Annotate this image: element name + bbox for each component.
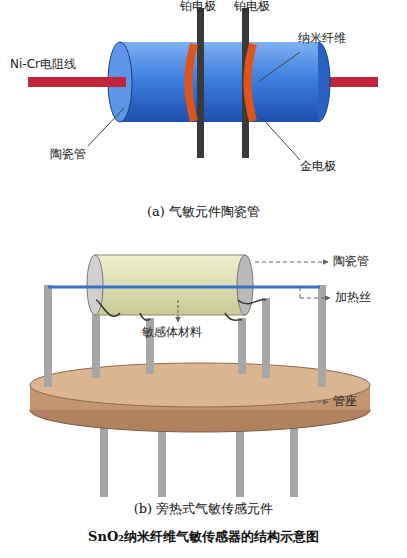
part-label: Ni-Cr电阻线 <box>10 58 76 71</box>
lead-wires <box>96 299 266 320</box>
leader-line <box>178 300 179 322</box>
lead-wire <box>96 300 120 316</box>
part-label: 陶瓷管 <box>333 255 369 268</box>
part-label: 铂电极 <box>234 0 270 13</box>
tube-end <box>87 255 103 315</box>
post <box>318 285 326 387</box>
subfigure-caption: (a) 气敏元件陶瓷管 <box>0 203 407 221</box>
post <box>44 285 52 387</box>
heater-wire <box>48 286 320 289</box>
ceramic-tube <box>120 42 318 122</box>
lead-wire <box>238 299 266 303</box>
part-label: 铂电极 <box>180 0 216 13</box>
leader-line <box>310 402 328 403</box>
part-label: 敏感体材料 <box>142 326 202 339</box>
part-label: 陶瓷管 <box>50 148 86 161</box>
leader-line <box>300 287 301 298</box>
figure-caption: SnO₂纳米纤维气敏传感器的结构示意图 <box>0 528 407 546</box>
leader-line <box>88 108 124 146</box>
part-label: 纳米纤维 <box>298 32 346 45</box>
leader-line <box>255 262 328 263</box>
part-label: 金电极 <box>300 160 336 173</box>
ceramic-tube <box>95 255 245 315</box>
subfigure-caption: (b) 旁热式气敏传感元件 <box>0 500 407 518</box>
post <box>238 318 246 374</box>
gold-electrode <box>189 44 195 121</box>
leader-line <box>262 118 300 160</box>
part-label: 管座 <box>333 395 357 408</box>
post <box>262 298 270 378</box>
lead-wire <box>140 313 150 320</box>
platinum-electrode <box>197 8 204 158</box>
leader-line <box>258 52 300 82</box>
leader-line <box>300 298 330 299</box>
tube-end <box>237 255 253 315</box>
resistor-wire <box>28 77 126 87</box>
part-label: 加热丝 <box>335 291 371 304</box>
gold-electrode <box>248 44 254 121</box>
lead-wire <box>225 313 242 320</box>
tube-end <box>318 42 330 122</box>
